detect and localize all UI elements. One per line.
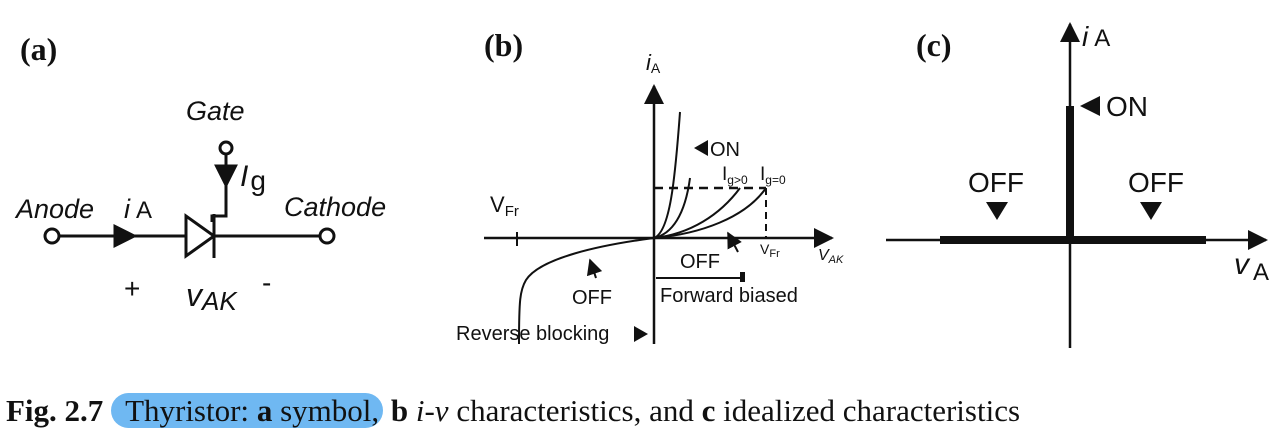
minus-sign: - bbox=[262, 267, 271, 298]
anode-terminal bbox=[43, 227, 61, 245]
panel-c-tag: (c) bbox=[916, 27, 952, 63]
off-reverse-arrow bbox=[586, 258, 603, 279]
cathode-label: Cathode bbox=[284, 192, 386, 222]
c-on-label: ON bbox=[1106, 91, 1148, 122]
c-off-right-arrow-icon bbox=[1140, 202, 1162, 220]
ig-label: Ig bbox=[240, 160, 266, 196]
reverse-blocking-arrow-icon bbox=[634, 326, 648, 342]
forward-biased-end bbox=[740, 272, 745, 282]
caption-fig-number: Fig. 2.7 bbox=[6, 393, 104, 428]
caption-a: a bbox=[256, 393, 273, 428]
caption-iv: i-v bbox=[415, 393, 449, 428]
ig-positive-label: Ig>0 bbox=[722, 164, 748, 187]
c-off-left-label: OFF bbox=[968, 167, 1024, 198]
c-off-right-label: OFF bbox=[1128, 167, 1184, 198]
gate-terminal bbox=[218, 140, 234, 156]
cathode-terminal bbox=[318, 227, 336, 245]
caption-thyristor: Thyristor: bbox=[125, 393, 250, 428]
reverse-blocking-label: Reverse blocking bbox=[456, 323, 609, 345]
panel-b-tag: (b) bbox=[484, 27, 523, 63]
c-on-arrow-icon bbox=[1080, 96, 1100, 116]
ig-zero-label: Ig=0 bbox=[760, 164, 786, 187]
c-off-left-arrow-icon bbox=[986, 202, 1008, 220]
off-reverse-label: OFF bbox=[572, 287, 612, 309]
caption-characteristics: characteristics, and bbox=[456, 393, 694, 428]
thyristor-triangle bbox=[184, 213, 217, 259]
b-vak-label: VAK bbox=[818, 247, 844, 266]
caption-idealized: idealized characteristics bbox=[723, 393, 1021, 428]
caption-symbol: symbol, bbox=[280, 393, 380, 428]
anode-label: Anode bbox=[14, 194, 94, 224]
plus-sign: + bbox=[124, 273, 140, 304]
panel-a-tag: (a) bbox=[20, 31, 57, 67]
off-forward-arrow bbox=[727, 231, 742, 253]
vfr-left-label: VFr bbox=[490, 192, 519, 220]
figure-caption: Fig. 2.7 Thyristor: a symbol, b i-v char… bbox=[6, 386, 1020, 436]
vak-label: vAK bbox=[186, 277, 238, 316]
caption-b: b bbox=[390, 393, 409, 428]
forward-curve-3 bbox=[653, 187, 767, 239]
gate-wire bbox=[210, 154, 228, 222]
b-ia-label: iA bbox=[646, 50, 661, 76]
vfr-right-label: VFr bbox=[760, 241, 780, 260]
caption-highlight: Thyristor: a symbol, bbox=[111, 393, 384, 428]
panel-b-iv-characteristics: (b) iA VFr ON Ig>0 Ig=0 VFr VAK OFF OFF bbox=[456, 27, 844, 345]
b-on-label: ON bbox=[710, 139, 740, 161]
b-on-arrow-icon bbox=[694, 140, 708, 156]
on-state-curve bbox=[653, 111, 681, 239]
caption-c: c bbox=[701, 393, 716, 428]
gate-label: Gate bbox=[186, 96, 245, 126]
reverse-curve bbox=[518, 237, 655, 345]
off-forward-label: OFF bbox=[680, 251, 720, 273]
forward-biased-label: Forward biased bbox=[660, 285, 798, 307]
